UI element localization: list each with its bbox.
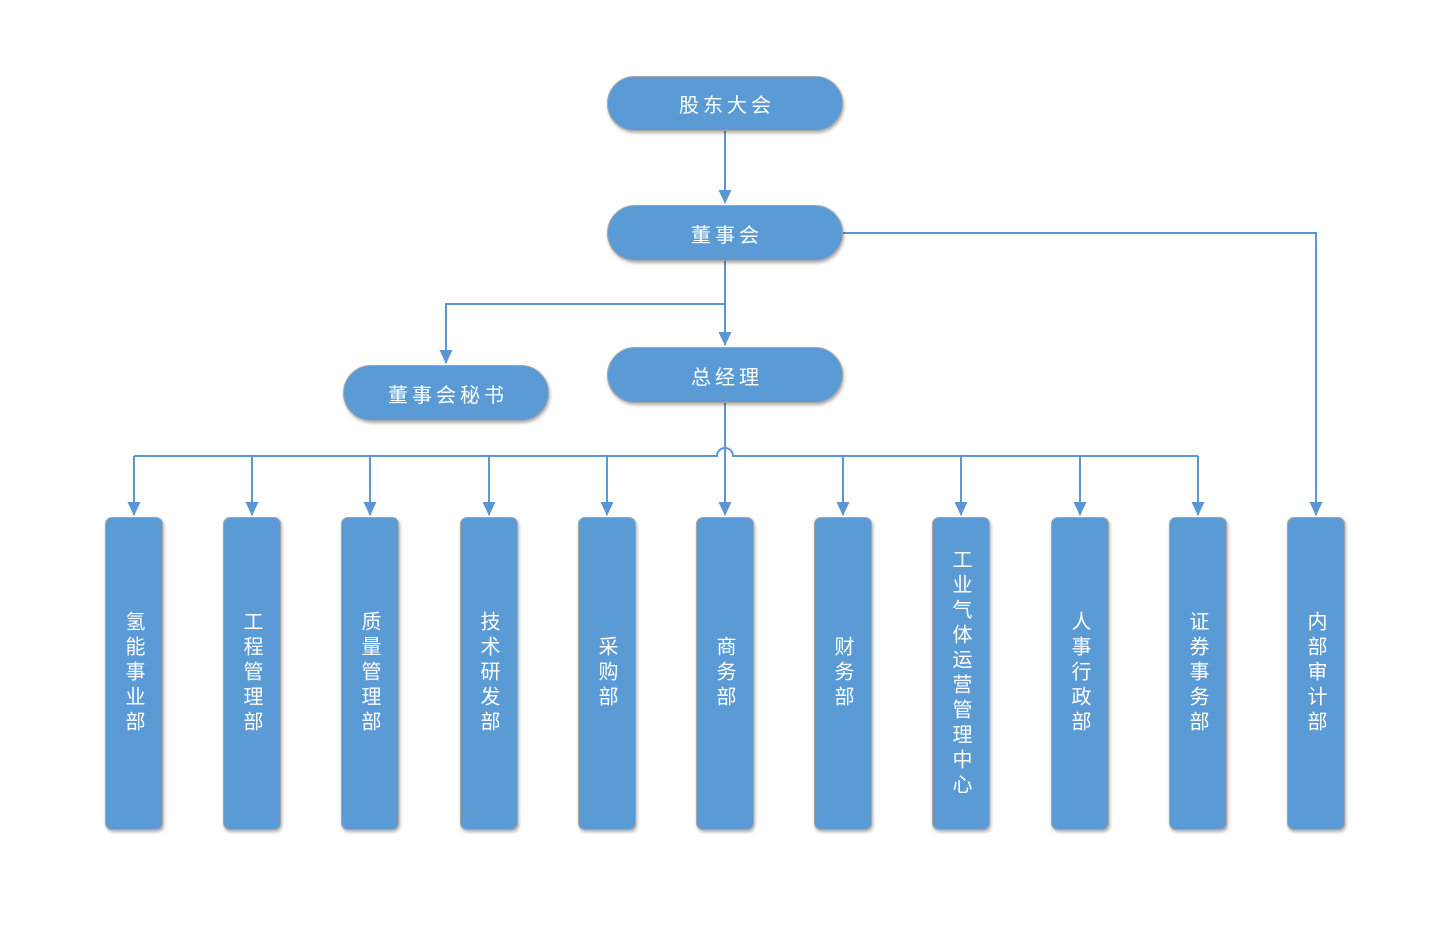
department-label: 工程管理部 (240, 611, 264, 736)
department-box: 工业气体运营管理中心 (932, 517, 990, 830)
node-shareholders-meeting: 股东大会 (607, 76, 843, 131)
department-label: 证券事务部 (1186, 611, 1210, 736)
department-label: 采购部 (595, 636, 619, 711)
edge-board-secretary (439, 303, 725, 364)
department-label: 内部审计部 (1304, 611, 1328, 736)
edge-bus (134, 447, 1198, 457)
node-board-of-directors: 董事会 (607, 205, 843, 261)
department-box: 氢能事业部 (105, 517, 163, 830)
department-box: 内部审计部 (1287, 517, 1345, 830)
department-box: 证券事务部 (1169, 517, 1227, 830)
node-board-secretary: 董事会秘书 (343, 365, 549, 421)
department-label: 工业气体运营管理中心 (949, 548, 973, 799)
department-label: 质量管理部 (358, 611, 382, 736)
department-box: 质量管理部 (341, 517, 399, 830)
department-box: 商务部 (696, 517, 754, 830)
node-general-manager: 总经理 (607, 347, 843, 403)
department-label: 财务部 (831, 636, 855, 711)
department-box: 人事行政部 (1051, 517, 1109, 830)
edge-board-audit (843, 232, 1323, 516)
department-label: 氢能事业部 (122, 611, 146, 736)
department-box: 工程管理部 (223, 517, 281, 830)
department-label: 商务部 (713, 636, 737, 711)
department-box: 技术研发部 (460, 517, 518, 830)
department-label: 人事行政部 (1068, 611, 1092, 736)
department-label: 技术研发部 (477, 611, 501, 736)
department-box: 财务部 (814, 517, 872, 830)
department-box: 采购部 (578, 517, 636, 830)
